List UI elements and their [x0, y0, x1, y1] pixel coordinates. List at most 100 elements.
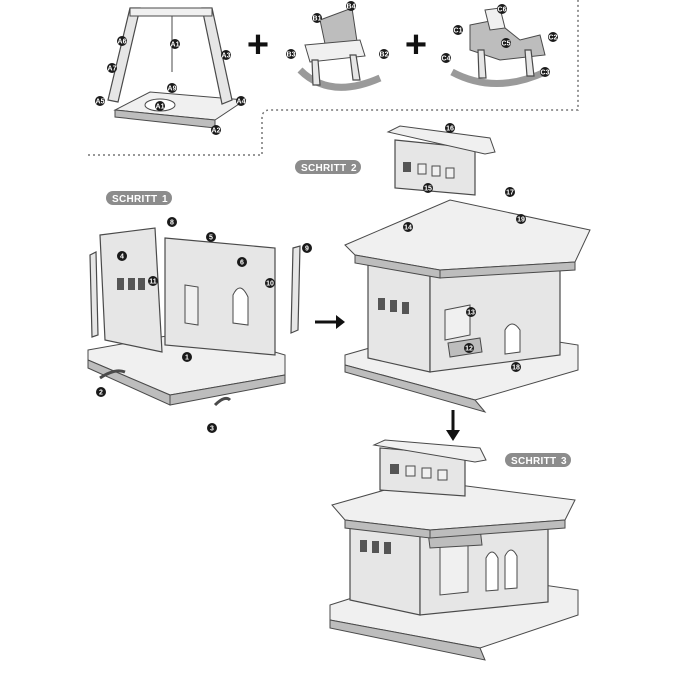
- svg-text:A2: A2: [212, 128, 221, 135]
- part-a-callouts: A1 A1 A2 A3 A4 A5 A6 A7 A9: [95, 36, 246, 135]
- step-1-label: SCHRITT 1: [106, 191, 172, 205]
- callout-a7: A7: [107, 63, 117, 73]
- svg-text:A1: A1: [171, 42, 180, 49]
- svg-text:A5: A5: [96, 99, 105, 106]
- callout-19: 19: [516, 214, 526, 224]
- svg-text:C1: C1: [454, 28, 463, 35]
- plus-2: +: [405, 24, 427, 66]
- step-3-label: SCHRITT 3: [505, 453, 571, 467]
- svg-text:2: 2: [99, 390, 103, 397]
- callout-a2: A2: [211, 125, 221, 135]
- svg-text:9: 9: [305, 246, 309, 253]
- svg-text:3: 3: [210, 426, 214, 433]
- callout-10: 10: [265, 278, 275, 288]
- callout-b1: B1: [312, 13, 322, 23]
- step-2-illustration: [344, 125, 591, 413]
- svg-text:SCHRITT: SCHRITT: [511, 456, 556, 467]
- callout-a6: A6: [117, 36, 127, 46]
- arrow-down: [446, 410, 460, 441]
- callout-b2: B2: [379, 49, 389, 59]
- callout-5: 5: [206, 232, 216, 242]
- plus-1: +: [247, 24, 269, 66]
- svg-text:4: 4: [120, 254, 124, 261]
- svg-text:3: 3: [561, 456, 567, 467]
- callout-c5: C5: [501, 38, 511, 48]
- svg-text:8: 8: [170, 220, 174, 227]
- callout-c3: C3: [540, 67, 550, 77]
- svg-text:6: 6: [240, 260, 244, 267]
- part-c-callouts: C1 C2 C3 C4 C5 C6: [441, 4, 558, 77]
- svg-text:12: 12: [465, 346, 473, 353]
- svg-text:A4: A4: [237, 99, 246, 106]
- svg-text:B4: B4: [347, 4, 356, 11]
- callout-12: 12: [464, 343, 474, 353]
- callout-11: 11: [148, 276, 158, 286]
- svg-text:C3: C3: [541, 70, 550, 77]
- step-1-callouts: 1 2 3 4 5 6 8 9 10 11: [96, 217, 312, 433]
- svg-text:14: 14: [404, 225, 412, 232]
- svg-text:B2: B2: [380, 52, 389, 59]
- parts-frame: [88, 0, 579, 156]
- svg-text:13: 13: [467, 310, 475, 317]
- step-2-label: SCHRITT 2: [295, 160, 361, 174]
- part-b-rocking-chair: [297, 7, 382, 91]
- svg-text:A6: A6: [118, 39, 127, 46]
- svg-text:C2: C2: [549, 35, 558, 42]
- callout-a5: A5: [95, 96, 105, 106]
- svg-text:10: 10: [266, 281, 274, 288]
- callout-a3: A3: [221, 50, 231, 60]
- part-a-swing-frame: [107, 7, 247, 129]
- callout-6: 6: [237, 257, 247, 267]
- callout-b3: B3: [286, 49, 296, 59]
- svg-text:C5: C5: [502, 41, 511, 48]
- svg-text:A3: A3: [222, 53, 231, 60]
- callout-c1: C1: [453, 25, 463, 35]
- callout-9: 9: [302, 243, 312, 253]
- arrow-right: [315, 315, 345, 329]
- svg-text:2: 2: [351, 163, 357, 174]
- part-c-rocking-horse: [450, 7, 547, 87]
- svg-text:1: 1: [185, 355, 189, 362]
- callout-15: 15: [423, 183, 433, 193]
- svg-text:19: 19: [517, 217, 525, 224]
- callout-a1-bottom: A1: [155, 101, 165, 111]
- svg-text:5: 5: [209, 235, 213, 242]
- callout-13: 13: [466, 307, 476, 317]
- svg-text:SCHRITT: SCHRITT: [112, 194, 157, 205]
- svg-text:16: 16: [446, 126, 454, 133]
- svg-text:A9: A9: [168, 86, 177, 93]
- svg-text:C6: C6: [498, 7, 507, 14]
- step-2-callouts: 12 13 14 15 16 17 18 19: [403, 123, 526, 372]
- callout-18: 18: [511, 362, 521, 372]
- svg-text:A7: A7: [108, 66, 117, 73]
- callout-c6: C6: [497, 4, 507, 14]
- callout-1: 1: [182, 352, 192, 362]
- svg-text:1: 1: [162, 194, 168, 205]
- callout-3: 3: [207, 423, 217, 433]
- callout-a9: A9: [167, 83, 177, 93]
- svg-text:C4: C4: [442, 56, 451, 63]
- svg-text:B3: B3: [287, 52, 296, 59]
- step-3-illustration: [329, 439, 579, 661]
- callout-c2: C2: [548, 32, 558, 42]
- callout-16: 16: [445, 123, 455, 133]
- step-1-illustration: [87, 227, 301, 407]
- svg-text:11: 11: [149, 279, 157, 286]
- callout-2: 2: [96, 387, 106, 397]
- svg-text:18: 18: [512, 365, 520, 372]
- callout-8: 8: [167, 217, 177, 227]
- svg-text:SCHRITT: SCHRITT: [301, 163, 346, 174]
- svg-text:B1: B1: [313, 16, 322, 23]
- callout-c4: C4: [441, 53, 451, 63]
- svg-text:A1: A1: [156, 104, 165, 111]
- callout-a1-top: A1: [170, 39, 180, 49]
- callout-14: 14: [403, 222, 413, 232]
- part-b-callouts: B1 B2 B3 B4: [286, 1, 389, 59]
- callout-a4: A4: [236, 96, 246, 106]
- svg-text:17: 17: [506, 190, 514, 197]
- callout-4: 4: [117, 251, 127, 261]
- callout-b4: B4: [346, 1, 356, 11]
- callout-17: 17: [505, 187, 515, 197]
- svg-text:15: 15: [424, 186, 432, 193]
